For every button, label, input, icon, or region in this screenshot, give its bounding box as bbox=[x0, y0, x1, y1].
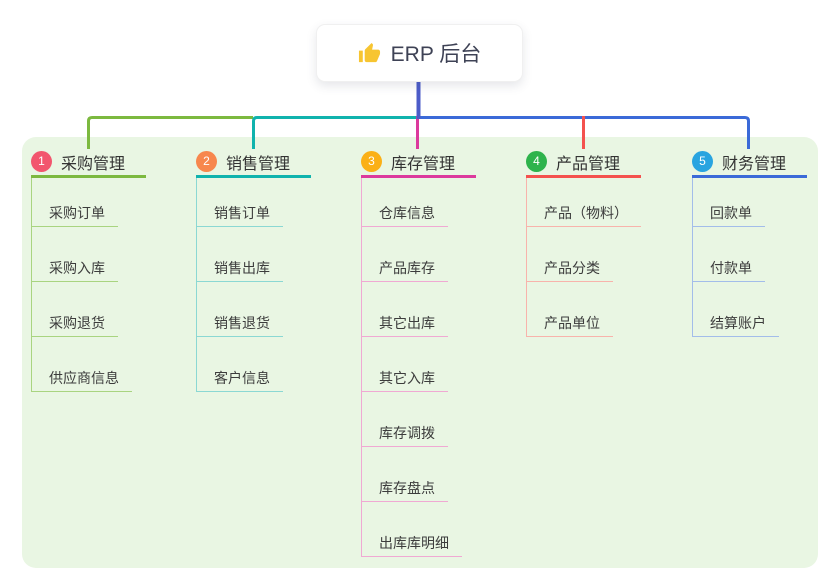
branch-item[interactable]: 采购订单 bbox=[32, 178, 118, 227]
branch-label: 产品管理 bbox=[556, 155, 621, 173]
branch-label: 财务管理 bbox=[722, 155, 787, 173]
branch-item[interactable]: 库存盘点 bbox=[362, 447, 448, 502]
branch-header-finance[interactable]: 5 财务管理 bbox=[692, 148, 807, 178]
branch-number-badge: 3 bbox=[361, 151, 382, 172]
branch-item-list: 仓库信息 产品库存 其它出库 其它入库 库存调拨 库存盘点 出库库明细 bbox=[361, 178, 476, 557]
branch-number-badge: 2 bbox=[196, 151, 217, 172]
branch-item[interactable]: 产品分类 bbox=[527, 227, 613, 282]
branch-item[interactable]: 采购退货 bbox=[32, 282, 118, 337]
branch-item[interactable]: 采购入库 bbox=[32, 227, 118, 282]
branch-item[interactable]: 库存调拨 bbox=[362, 392, 448, 447]
branch-header-sales[interactable]: 2 销售管理 bbox=[196, 148, 311, 178]
branch-item[interactable]: 产品库存 bbox=[362, 227, 448, 282]
branch-header-purchase[interactable]: 1 采购管理 bbox=[31, 148, 146, 178]
branch-item-list: 销售订单 销售出库 销售退货 客户信息 bbox=[196, 178, 311, 392]
branch-header-product[interactable]: 4 产品管理 bbox=[526, 148, 641, 178]
branch-number-badge: 5 bbox=[692, 151, 713, 172]
branch-label: 采购管理 bbox=[61, 155, 126, 173]
branch-item[interactable]: 付款单 bbox=[693, 227, 765, 282]
branch-item-list: 回款单 付款单 结算账户 bbox=[692, 178, 807, 337]
branch-sales-management: 2 销售管理 销售订单 销售出库 销售退货 客户信息 bbox=[196, 148, 311, 392]
branch-item[interactable]: 其它出库 bbox=[362, 282, 448, 337]
branch-item[interactable]: 销售出库 bbox=[197, 227, 283, 282]
branch-finance-management: 5 财务管理 回款单 付款单 结算账户 bbox=[692, 148, 807, 337]
branch-item[interactable]: 回款单 bbox=[693, 178, 765, 227]
branch-item[interactable]: 供应商信息 bbox=[32, 337, 132, 392]
branch-product-management: 4 产品管理 产品（物料） 产品分类 产品单位 bbox=[526, 148, 641, 337]
branch-item[interactable]: 出库库明细 bbox=[362, 502, 462, 557]
branch-item-list: 采购订单 采购入库 采购退货 供应商信息 bbox=[31, 178, 146, 392]
branch-item[interactable]: 产品（物料） bbox=[527, 178, 641, 227]
mindmap-canvas bbox=[22, 137, 818, 568]
branch-header-inventory[interactable]: 3 库存管理 bbox=[361, 148, 476, 178]
branch-inventory-management: 3 库存管理 仓库信息 产品库存 其它出库 其它入库 库存调拨 库存盘点 出库库… bbox=[361, 148, 476, 557]
branch-item[interactable]: 销售退货 bbox=[197, 282, 283, 337]
branch-item[interactable]: 仓库信息 bbox=[362, 178, 448, 227]
branch-number-badge: 1 bbox=[31, 151, 52, 172]
branch-item[interactable]: 客户信息 bbox=[197, 337, 283, 392]
root-node-erp-backend[interactable]: ERP 后台 bbox=[316, 24, 523, 82]
branch-item[interactable]: 销售订单 bbox=[197, 178, 283, 227]
thumbs-up-icon bbox=[358, 42, 380, 62]
branch-purchase-management: 1 采购管理 采购订单 采购入库 采购退货 供应商信息 bbox=[31, 148, 146, 392]
branch-item[interactable]: 结算账户 bbox=[693, 282, 779, 337]
branch-item[interactable]: 产品单位 bbox=[527, 282, 613, 337]
branch-number-badge: 4 bbox=[526, 151, 547, 172]
branch-label: 销售管理 bbox=[226, 155, 291, 173]
branch-item-list: 产品（物料） 产品分类 产品单位 bbox=[526, 178, 641, 337]
branch-label: 库存管理 bbox=[391, 155, 456, 173]
root-title: ERP 后台 bbox=[390, 43, 482, 66]
branch-item[interactable]: 其它入库 bbox=[362, 337, 448, 392]
